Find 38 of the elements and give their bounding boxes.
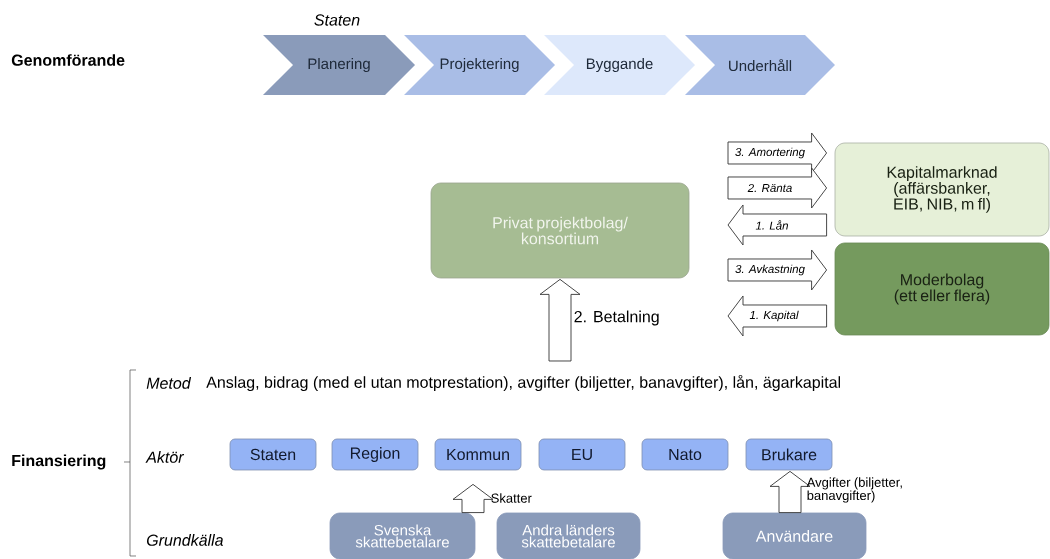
source-box: Användare (722, 512, 867, 559)
actor-box: Staten (229, 438, 317, 471)
section-heading: Finansiering (12, 454, 106, 470)
arrow-label: 3. Avkastning (735, 264, 805, 276)
market-box: Kapitalmarknad (affärsbanker, EIB, NIB, m fl) (834, 142, 1050, 237)
step-actor-label: Staten (314, 14, 360, 26)
block-arrow (727, 295, 828, 337)
arrow-label: Avgifter (biljetter, banavgifter) (806, 477, 902, 503)
row-label: Grundkälla (147, 534, 223, 546)
chevron-step: Planering (263, 35, 415, 95)
actor-box: Kommun (434, 438, 522, 471)
block-arrow (727, 167, 828, 209)
arrow-label: 1. Kapital (749, 310, 799, 322)
company-box: Privat projektbolag/ konsortium (430, 182, 690, 279)
arrow-label: 2. Ränta (747, 183, 792, 193)
block-arrow (769, 470, 811, 514)
source-box: Andra länders skattebetalare (496, 512, 641, 559)
block-arrow (539, 278, 581, 362)
arrow-label: 1. Lån (755, 220, 788, 230)
actor-box: Region (331, 438, 419, 471)
block-arrow (452, 483, 494, 514)
section-heading: Genomförande (11, 54, 125, 66)
arrow-label: 2. Betalning (574, 310, 659, 326)
arrow-label: 3. Amortering (735, 147, 805, 159)
block-arrow (727, 204, 828, 246)
arrow-label: Skatter (491, 493, 532, 503)
method-text: Anslag, bidrag (med el utan motprestation), avgifter (biljetter, banavgifter), lån, ägarkapital (206, 374, 841, 392)
parent-company-box: Moderbolag (ett eller flera) (834, 242, 1050, 336)
source-box: Svenska skattebetalare (329, 512, 476, 559)
chevron-step: Underhåll (685, 35, 835, 95)
actor-box: Brukare (745, 438, 833, 471)
block-arrow (727, 249, 828, 291)
row-label: Metod (146, 377, 192, 389)
row-label: Aktör (145, 451, 185, 463)
actor-box: EU (538, 438, 626, 471)
chevron-step: Byggande (544, 35, 695, 95)
chevron-step: Projektering (404, 35, 555, 95)
actor-box: Nato (641, 438, 729, 471)
